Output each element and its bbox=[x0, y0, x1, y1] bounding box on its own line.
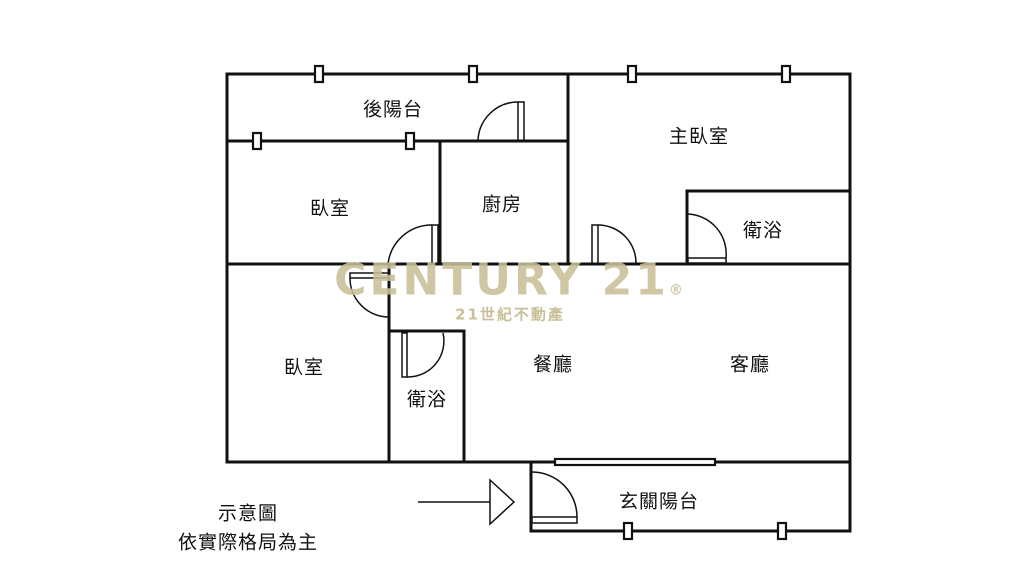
room-label-living-room: 客廳 bbox=[729, 353, 771, 376]
registered-mark: ® bbox=[668, 282, 686, 299]
room-label-bathroom-master: 衛浴 bbox=[742, 219, 784, 242]
doors bbox=[349, 101, 727, 524]
room-label-entrance-balcony: 玄關陽台 bbox=[618, 490, 700, 513]
note-schematic: 示意圖 bbox=[217, 502, 279, 525]
room-label-bedroom-upper: 臥室 bbox=[309, 197, 351, 220]
room-label-dining-room: 餐廳 bbox=[532, 353, 574, 376]
room-label-kitchen: 廚房 bbox=[481, 193, 523, 216]
windows bbox=[251, 64, 792, 541]
entry-arrow-icon bbox=[418, 478, 516, 526]
note-disclaimer: 依實際格局為主 bbox=[177, 531, 319, 554]
room-label-rear-balcony: 後陽台 bbox=[362, 98, 424, 121]
room-label-bathroom-common: 衛浴 bbox=[406, 388, 448, 411]
interior-walls bbox=[225, 72, 852, 533]
watermark-brand: CENTURY 21 bbox=[334, 254, 669, 306]
watermark-subtitle: 21世紀不動產 bbox=[455, 305, 565, 324]
room-label-bedroom-lower: 臥室 bbox=[283, 356, 325, 379]
century21-watermark: CENTURY 21® bbox=[334, 255, 686, 306]
room-label-master-bedroom: 主臥室 bbox=[668, 125, 730, 148]
